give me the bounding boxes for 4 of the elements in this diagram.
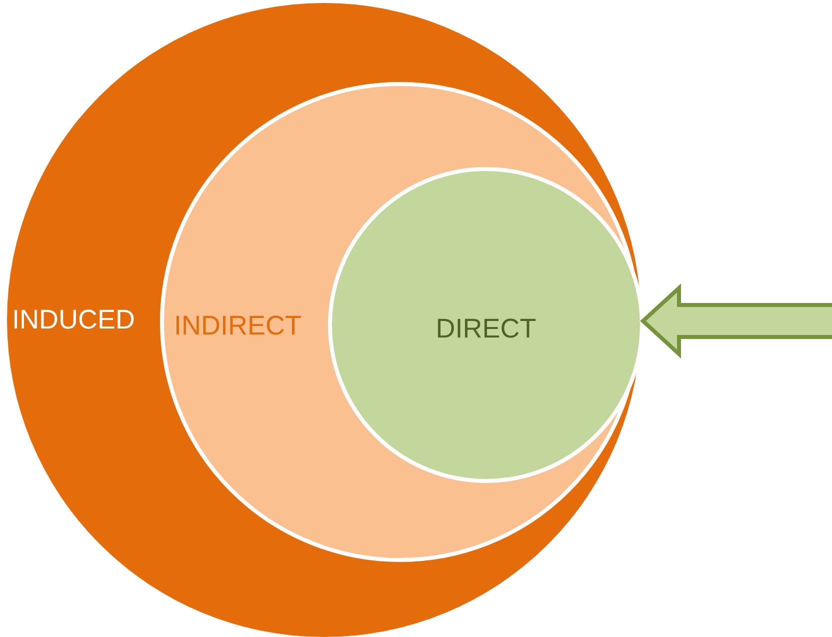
circle-label: INDUCED (12, 306, 136, 334)
block-arrow (640, 283, 832, 359)
circle-label: DIRECT (436, 316, 536, 342)
circle-label: INDIRECT (174, 312, 302, 340)
